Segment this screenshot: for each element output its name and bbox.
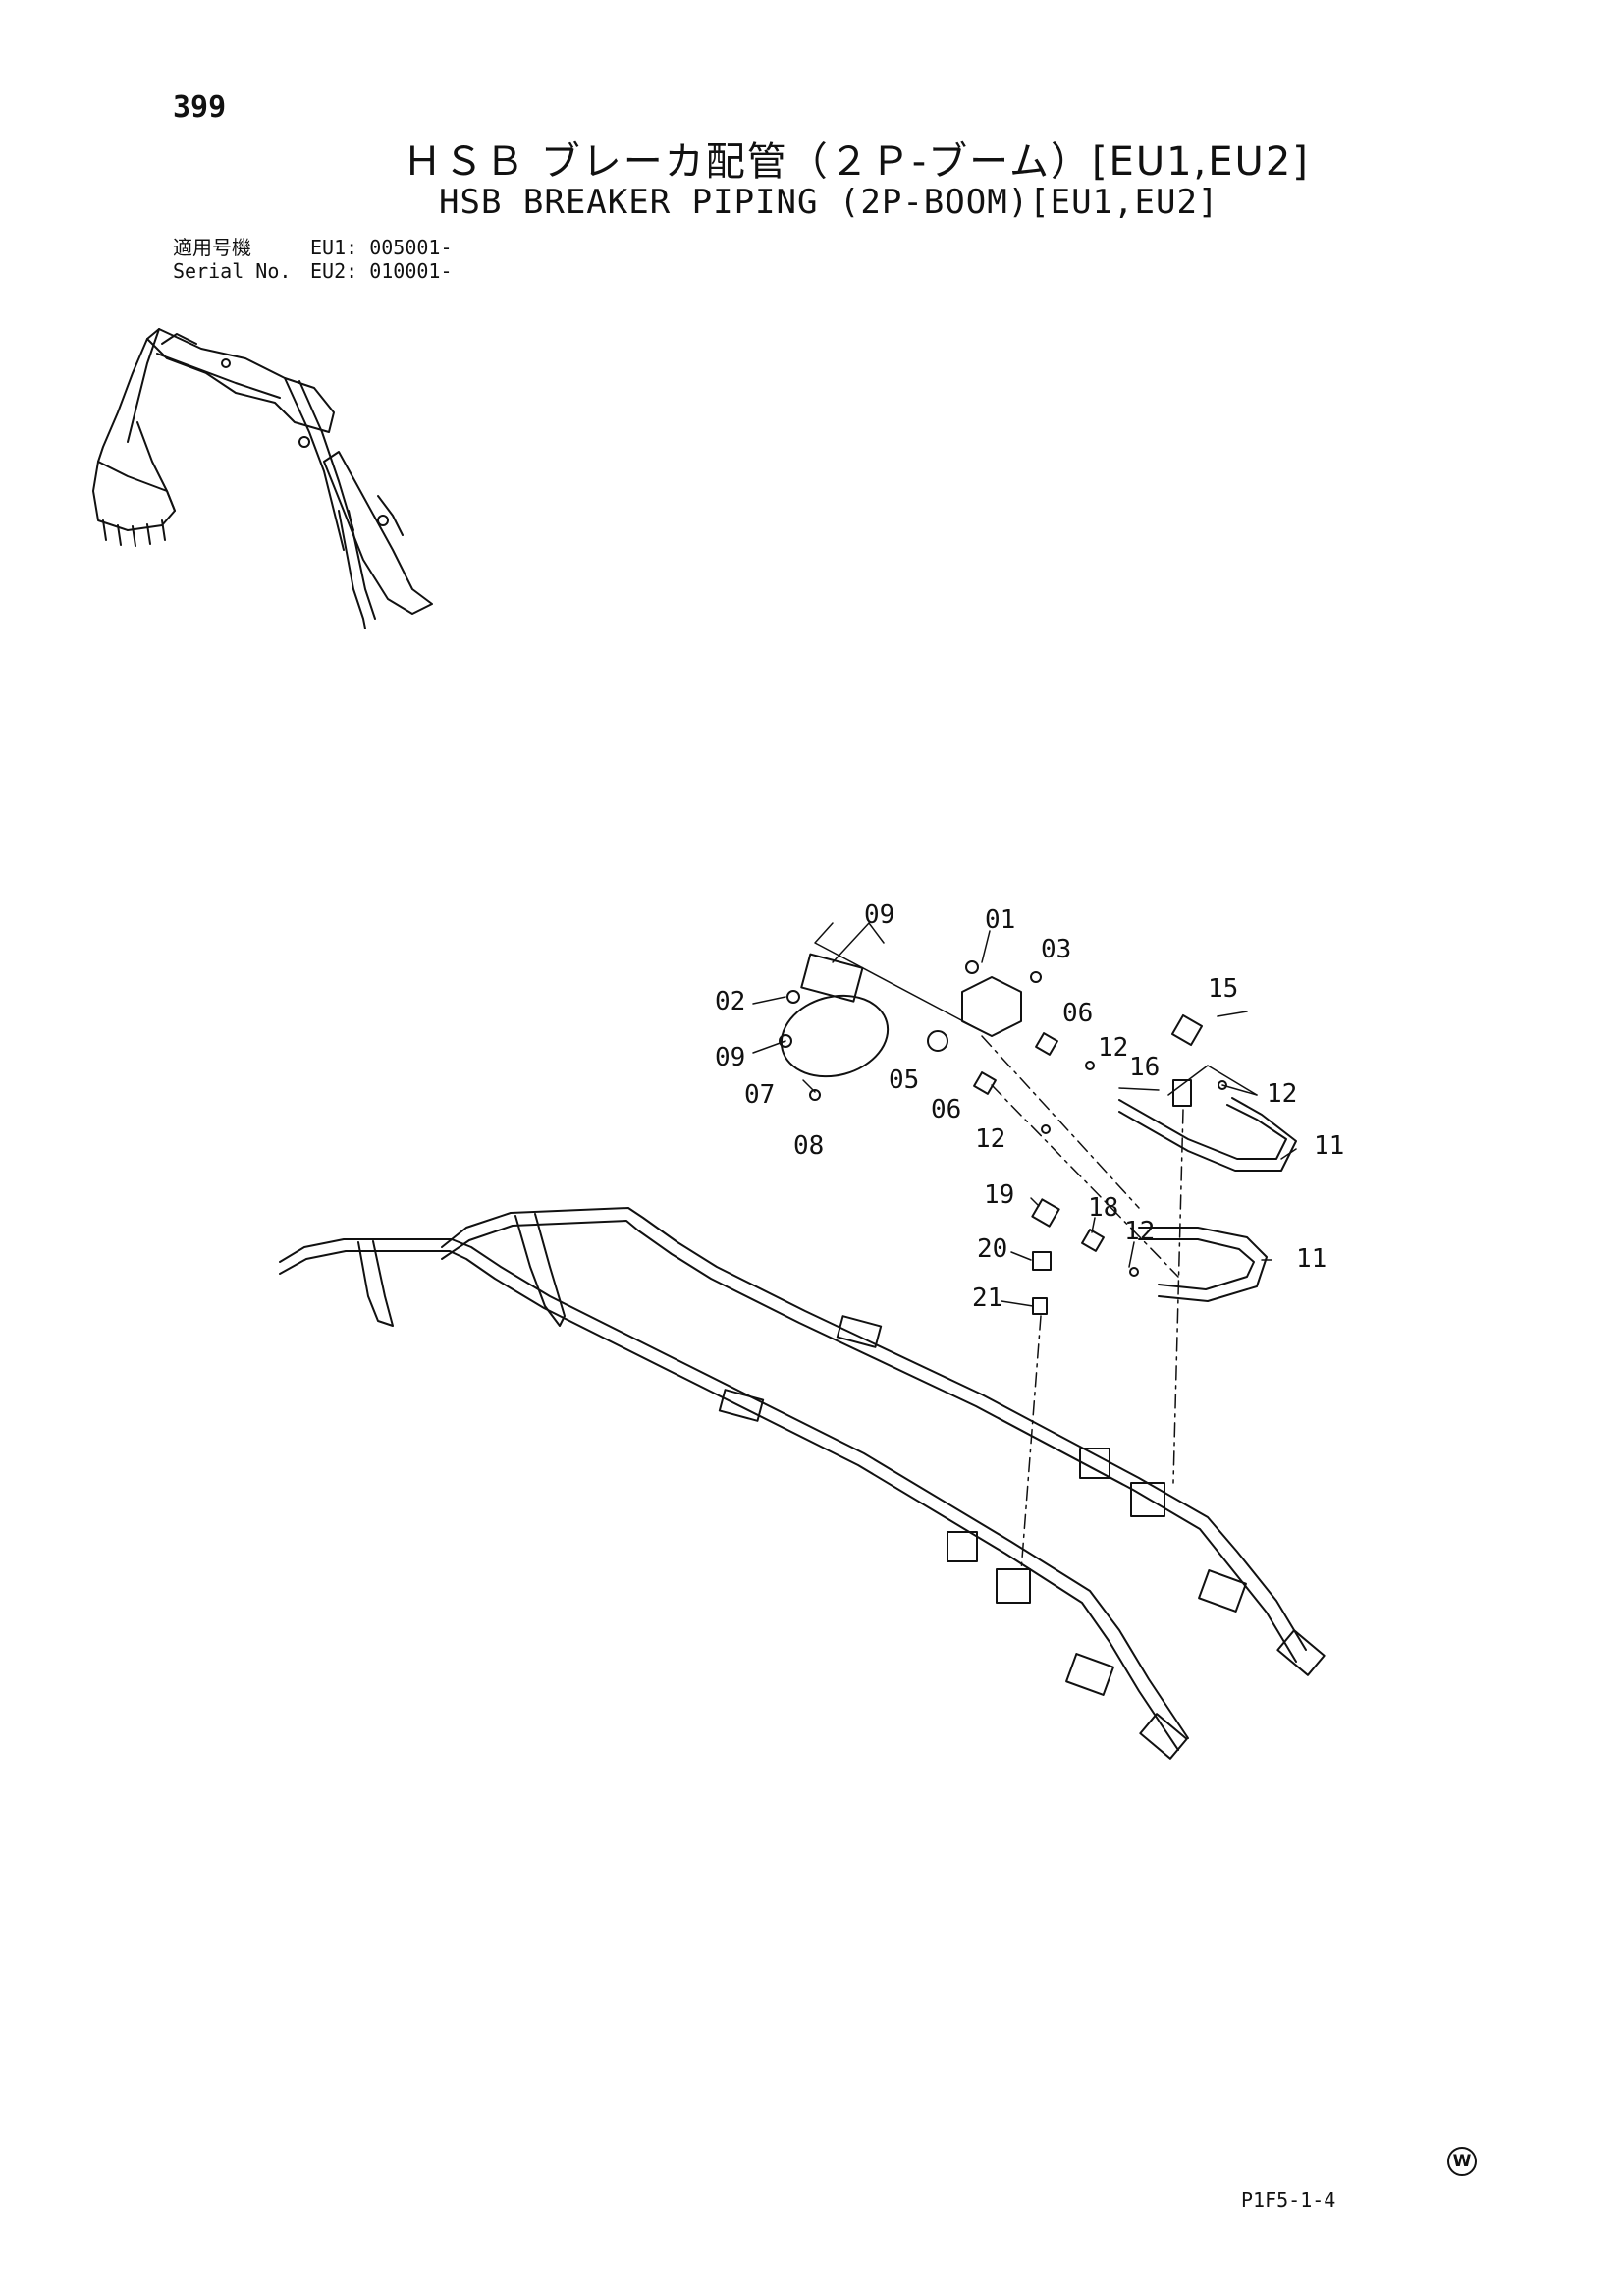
leader-lines <box>752 922 1297 1307</box>
serial-block: 適用号機 EU1: 005001- Serial No. EU2: 010001- <box>173 236 453 283</box>
clamp-assembly <box>779 953 890 1101</box>
serial-eu2: EU2: 010001- <box>310 259 453 283</box>
callout-11-lower: 11 <box>1296 1244 1326 1274</box>
callout-02: 02 <box>715 987 745 1016</box>
callout-11-upper: 11 <box>1314 1131 1344 1161</box>
callout-05: 05 <box>889 1066 919 1095</box>
callout-12-d: 12 <box>1124 1217 1155 1246</box>
w-circle-mark: W <box>1447 2147 1477 2176</box>
callout-21: 21 <box>972 1284 1002 1313</box>
page-code: P1F5-1-4 <box>1241 2188 1336 2212</box>
serial-row-eu2: Serial No. EU2: 010001- <box>173 259 453 283</box>
callout-15: 15 <box>1208 974 1238 1004</box>
callout-09-lower: 09 <box>715 1043 745 1072</box>
callout-01: 01 <box>985 905 1015 935</box>
callout-06-upper: 06 <box>1062 999 1093 1028</box>
title-english: HSB BREAKER PIPING (2P-BOOM)[EU1,EU2] <box>439 183 1219 222</box>
center-lines <box>981 1035 1184 1572</box>
title-japanese: ＨＳＢ ブレーカ配管（２Ｐ-ブーム）[EU1,EU2] <box>403 139 1310 185</box>
serial-label-jp: 適用号機 <box>173 236 251 259</box>
callout-16: 16 <box>1129 1053 1160 1082</box>
callout-12-b: 12 <box>1267 1079 1297 1109</box>
callout-06-lower: 06 <box>931 1095 961 1124</box>
callout-03: 03 <box>1041 935 1071 964</box>
excavator-thumbnail <box>92 328 433 629</box>
hoses <box>1118 1097 1297 1302</box>
valve-block <box>927 960 1227 1315</box>
callout-18: 18 <box>1088 1193 1118 1223</box>
boom-pipe-upper <box>441 1207 1326 1676</box>
callout-08: 08 <box>793 1131 824 1161</box>
serial-eu1: EU1: 005001- <box>310 236 453 259</box>
callout-19: 19 <box>984 1180 1014 1210</box>
callout-12-c: 12 <box>975 1124 1005 1154</box>
callout-12-a: 12 <box>1098 1033 1128 1063</box>
callout-labels: 01 02 03 05 06 06 07 08 09 09 11 11 12 1… <box>715 901 1344 1313</box>
callout-20: 20 <box>977 1234 1007 1264</box>
boom-pipe-lower <box>279 1238 1189 1760</box>
callout-07: 07 <box>744 1080 775 1110</box>
page-number: 399 <box>173 90 227 125</box>
serial-row-eu1: 適用号機 EU1: 005001- <box>173 236 453 259</box>
callout-09-upper: 09 <box>864 901 894 930</box>
serial-label-en: Serial No. <box>173 259 292 283</box>
